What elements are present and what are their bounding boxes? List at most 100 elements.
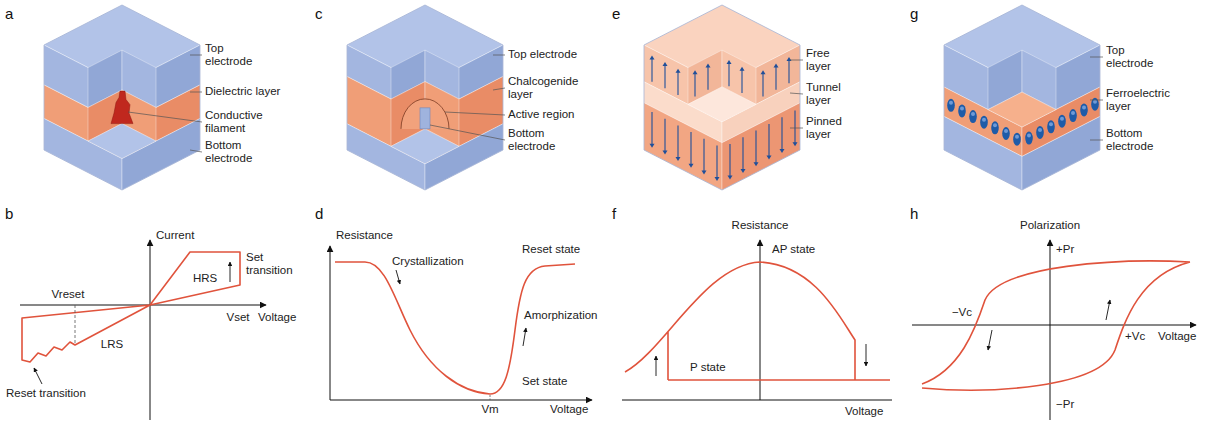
plot-label: HRS — [193, 272, 217, 285]
spin-arrow — [690, 132, 691, 165]
dashed-marker — [490, 395, 491, 400]
dipole-highlight — [1071, 111, 1075, 115]
spin-arrow — [664, 65, 665, 88]
leader-line — [790, 60, 803, 61]
y-axis — [760, 240, 761, 400]
cube-outline — [944, 5, 1100, 190]
plot-label: +Pr — [1056, 243, 1074, 256]
spin-arrow-head — [706, 64, 711, 68]
leader-line — [1090, 100, 1103, 101]
dipole-highlight — [1015, 135, 1019, 139]
spin-arrow — [755, 131, 756, 164]
dipole — [947, 99, 955, 112]
plot-label: −Pr — [1056, 398, 1074, 411]
layer-label: Free layer — [806, 47, 846, 73]
spin-arrow — [716, 145, 717, 178]
leader-line — [493, 55, 505, 56]
dipole — [1002, 127, 1010, 140]
spin-arrow-head — [740, 67, 745, 71]
spin-arrow — [677, 72, 678, 95]
x-axis — [912, 325, 1196, 326]
plot-label: Vset — [227, 311, 250, 324]
spin-arrow-head — [676, 69, 681, 73]
leader-lines — [128, 55, 1103, 152]
pcm-cell — [347, 5, 503, 190]
feram-cell — [944, 5, 1100, 190]
spin-arrow — [775, 67, 776, 90]
iv-curve — [22, 252, 240, 362]
y-axis — [150, 240, 151, 420]
leader-line — [493, 88, 505, 90]
plot-label: P state — [690, 361, 726, 374]
spin-arrow — [728, 63, 729, 86]
spin-arrow — [762, 73, 763, 96]
dipole-highlight — [1082, 105, 1086, 109]
plot-label: Reset state — [522, 243, 580, 256]
panel-letter: c — [315, 5, 323, 22]
plot-label: LRS — [101, 338, 123, 351]
spin-arrow — [788, 60, 789, 83]
leader-line — [190, 92, 202, 93]
layer-label: Tunnel layer — [806, 81, 851, 107]
dipole — [1036, 126, 1044, 139]
notch-floor — [688, 87, 756, 122]
plot-label: Vreset — [52, 288, 85, 301]
cube-outline — [644, 5, 800, 190]
spin-arrow-head — [650, 55, 655, 59]
leader-line — [190, 150, 202, 152]
panel-letter: a — [5, 5, 13, 22]
dipole — [1069, 109, 1077, 122]
notch-floor — [391, 129, 459, 164]
switch-arrow — [1106, 300, 1110, 320]
spin-arrow — [794, 111, 795, 144]
spin-arrow — [729, 144, 730, 177]
dipole — [1047, 120, 1055, 133]
y-axis — [330, 246, 331, 400]
spin-arrow-head — [702, 171, 707, 175]
spin-arrow — [741, 70, 742, 93]
hysteresis-loop — [922, 261, 1190, 390]
dipole-highlight — [1093, 100, 1097, 104]
leader-line — [190, 55, 202, 56]
leader-line — [128, 112, 202, 122]
panel-letter: b — [5, 205, 13, 222]
notch-floor — [88, 124, 156, 159]
x-axis — [330, 400, 592, 401]
dipole-highlight — [1027, 134, 1031, 138]
dipole-highlight — [1004, 129, 1008, 133]
layer-label: Conductive filament — [205, 109, 267, 135]
spin-arrow-head — [663, 62, 668, 66]
leader-line — [445, 112, 505, 115]
cube-outline — [347, 5, 503, 190]
dipole-highlight — [1038, 128, 1042, 132]
spin-arrow — [742, 137, 743, 170]
layer-face — [944, 116, 1022, 190]
spin-arrow — [694, 73, 695, 96]
plot-label: Voltage — [1158, 330, 1196, 343]
layer-label: Top electrode — [508, 48, 577, 61]
plot-label: Vm — [481, 403, 498, 416]
tmr-curve — [625, 262, 890, 380]
plot-label: Voltage — [550, 403, 588, 416]
dipole-highlight — [1060, 117, 1064, 121]
plot-f — [622, 240, 892, 400]
cube-outline — [44, 5, 200, 190]
layer-label: Bottom electrode — [508, 127, 568, 153]
active-region — [401, 99, 449, 129]
conductive-filament — [111, 91, 133, 124]
spin-arrow — [664, 119, 665, 152]
layer-label: Bottom electrode — [205, 139, 263, 165]
plot-label: AP state — [772, 243, 815, 256]
spin-arrow-head — [793, 142, 798, 146]
notch-floor — [988, 92, 1056, 127]
leader-line — [430, 125, 505, 140]
plot-label: Crystallization — [392, 255, 464, 268]
spin-arrow-head — [780, 149, 785, 153]
layer-label: Chalcogenide layer — [508, 75, 583, 101]
y-axis — [1050, 240, 1051, 420]
plot-label: Voltage — [845, 405, 883, 418]
dipole — [1013, 133, 1021, 146]
